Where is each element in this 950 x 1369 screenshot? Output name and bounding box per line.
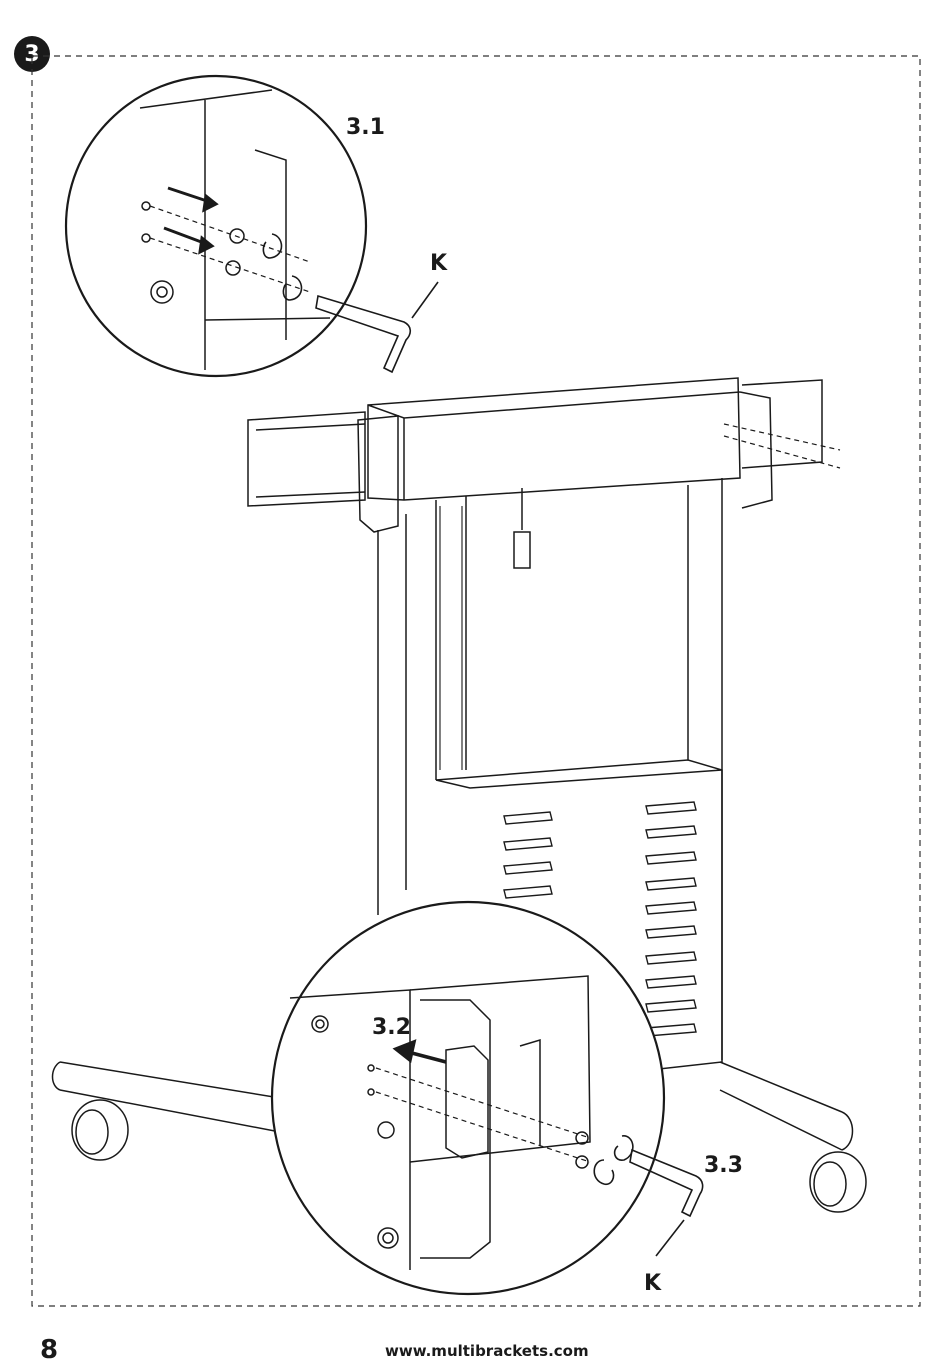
website-url: www.multibrackets.com xyxy=(385,1342,589,1360)
callout-3-1: 3.1 xyxy=(346,115,385,140)
detail-circle-3-1 xyxy=(66,76,366,376)
callout-k-bottom: K xyxy=(644,1271,662,1296)
detail-circle-3-2-3-3 xyxy=(272,902,664,1294)
callout-3-2: 3.2 xyxy=(372,1015,411,1040)
callout-3-3: 3.3 xyxy=(704,1153,743,1178)
callout-k-top: K xyxy=(430,251,448,276)
page-number: 8 xyxy=(40,1335,58,1365)
